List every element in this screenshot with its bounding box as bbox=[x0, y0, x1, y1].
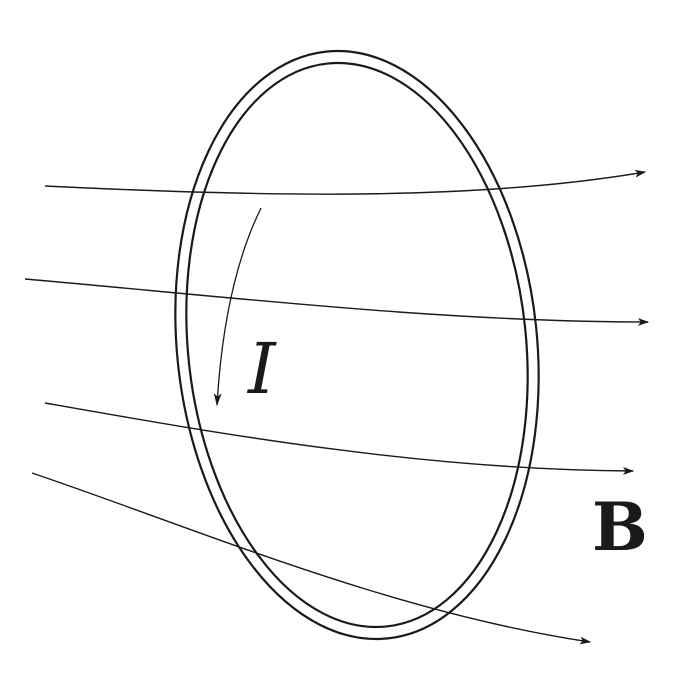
current-direction-arrow bbox=[213, 207, 262, 407]
field-label: B bbox=[592, 488, 648, 566]
field-line-1 bbox=[44, 169, 647, 195]
current-label: I bbox=[246, 328, 277, 410]
field-line-2 bbox=[24, 278, 650, 326]
field-line-3 bbox=[44, 402, 635, 475]
wire-loop-inner-edge bbox=[185, 61, 529, 629]
wire-loop-outer-edge bbox=[174, 49, 540, 641]
magnetic-field-lines bbox=[24, 169, 650, 645]
wire-loop bbox=[174, 49, 540, 641]
field-line-4 bbox=[31, 472, 592, 645]
